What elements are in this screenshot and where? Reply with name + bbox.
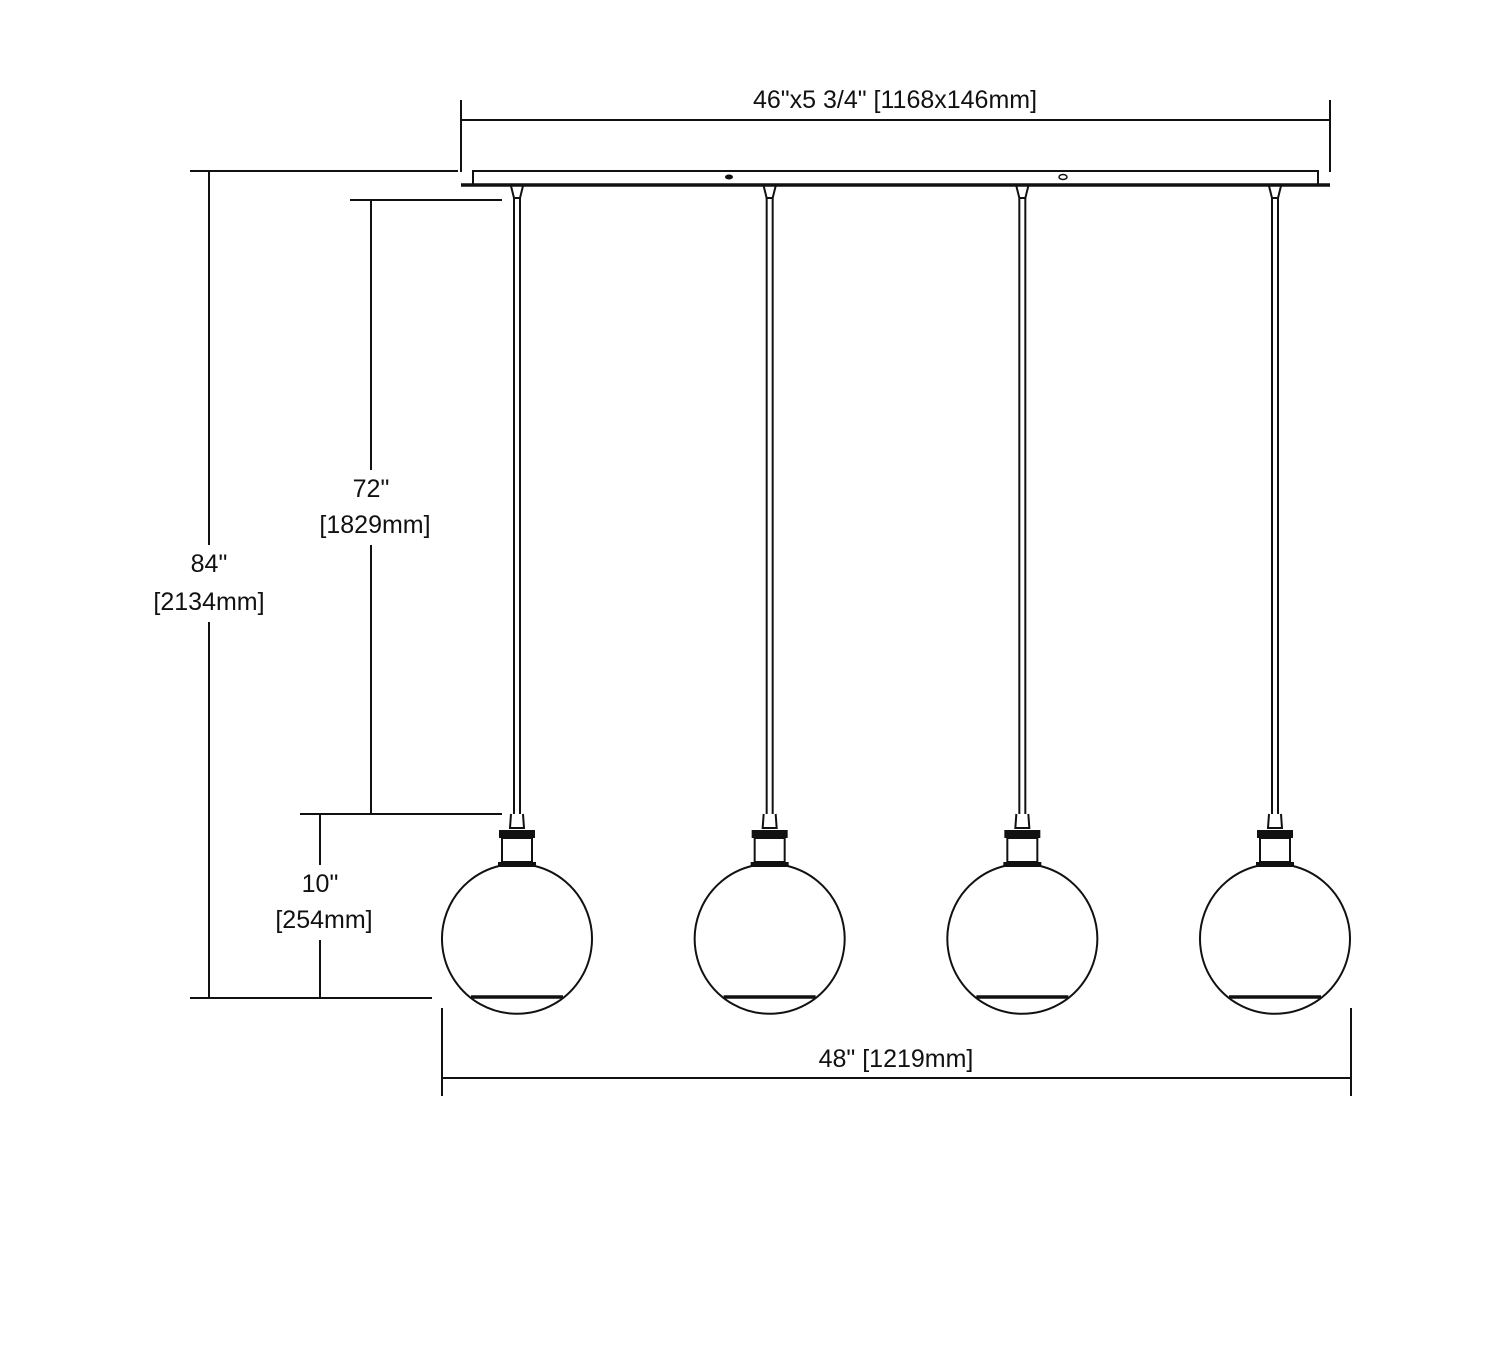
mount-hole-icon xyxy=(725,174,733,180)
overall-height-mm: [2134mm] xyxy=(153,588,264,616)
cord-length-in: 72" xyxy=(353,475,390,503)
pendant-2 xyxy=(693,185,846,1015)
shade-height-in: 10" xyxy=(302,870,339,898)
pendants xyxy=(441,185,1351,1015)
pendant-3 xyxy=(946,185,1099,1015)
pendant-4 xyxy=(1199,185,1351,1015)
overall-height-dimension: 84" [2134mm] xyxy=(153,170,458,999)
cord-length-dimension: 72" [1829mm] xyxy=(300,199,502,815)
canopy-dimension: 46"x5 3/4" [1168x146mm] xyxy=(460,86,1331,172)
cord-length-mm: [1829mm] xyxy=(319,511,430,539)
overall-height-in: 84" xyxy=(191,550,228,578)
shade-height-dimension: 10" [254mm] xyxy=(275,814,373,998)
canopy-dimension-label: 46"x5 3/4" [1168x146mm] xyxy=(753,86,1037,114)
pendant-1 xyxy=(441,185,593,1015)
canopy xyxy=(461,170,1330,187)
overall-width-dimension: 48" [1219mm] xyxy=(441,1008,1352,1096)
shade-height-mm: [254mm] xyxy=(275,906,372,934)
mount-hole-icon xyxy=(1058,173,1068,181)
overall-width-label: 48" [1219mm] xyxy=(819,1045,974,1073)
